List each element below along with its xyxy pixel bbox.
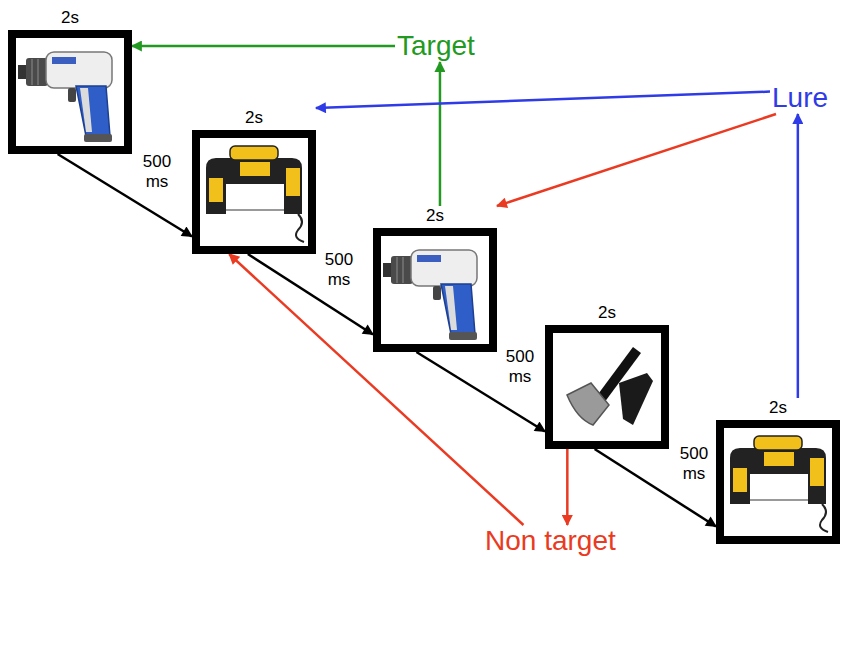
stimulus-frame: 2s [373,206,497,352]
band-saw-image [206,146,304,242]
category-label: Lure [770,82,830,114]
duration-label: 2s [8,8,132,28]
duration-label: 2s [716,398,840,418]
stimulus-frame: 2s [716,398,840,544]
stimulus-frame: 2s [545,303,669,449]
frame-border [716,420,840,544]
interval-label: 500 ms [320,250,358,290]
category-label: Non target [483,525,618,557]
interval-label: 500 ms [675,444,713,484]
category-arrow [497,114,776,206]
category-text: Lure [770,82,830,114]
interval-label: 500 ms [501,347,539,387]
band-saw-image [730,436,828,532]
category-arrow [797,114,800,398]
frame-border [373,228,497,352]
category-label: Target [395,30,477,62]
frame-border [8,30,132,154]
duration-label: 2s [545,303,669,323]
category-text: Target [395,30,477,62]
drill-image [18,52,112,142]
stimulus-frame: 2s [192,108,316,254]
category-text: Non target [483,525,618,557]
category-arrow [566,449,569,525]
frame-border [192,130,316,254]
category-arrow [316,92,770,108]
interval-label: 500 ms [138,152,176,192]
duration-label: 2s [192,108,316,128]
axe-image [567,347,653,425]
stimulus-frame: 2s [8,8,132,154]
drill-image [383,250,477,340]
duration-label: 2s [373,206,497,226]
frame-border [545,325,669,449]
category-arrow [132,45,395,48]
category-arrow [439,62,442,206]
